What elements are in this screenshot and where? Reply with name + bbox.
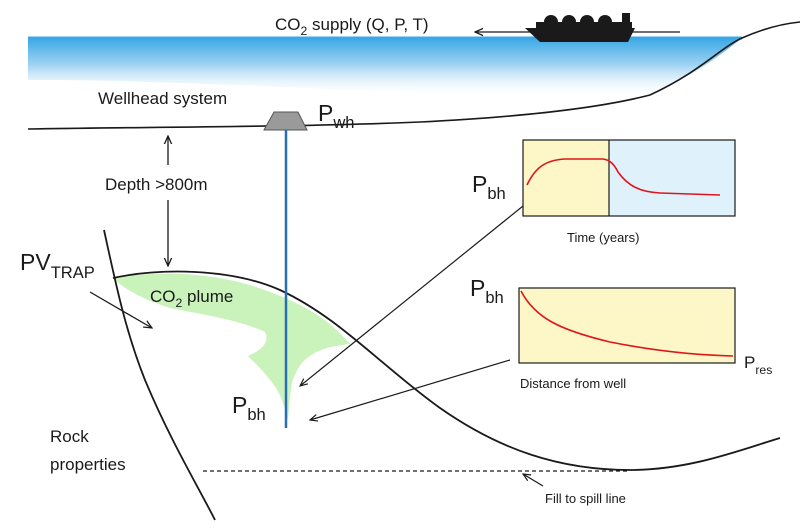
distance-chart: Pbh Distance from well Pres <box>470 275 772 391</box>
distance-chart-curve <box>520 290 734 357</box>
distance-chart-xlabel: Distance from well <box>520 376 626 391</box>
time-chart-xlabel: Time (years) <box>567 230 639 245</box>
ship-icon <box>525 13 635 42</box>
rock-properties-line2: properties <box>50 455 126 474</box>
pres-label: Pres <box>744 353 772 377</box>
pbh-label: Pbh <box>232 392 266 424</box>
time-chart-early-panel <box>523 140 609 216</box>
time-chart-leader <box>300 205 524 386</box>
spill-arrow <box>523 474 544 487</box>
time-chart-late-panel <box>609 140 735 216</box>
distance-chart-ylabel: Pbh <box>470 275 504 307</box>
distance-chart-panel <box>518 287 736 364</box>
rock-properties-line1: Rock <box>50 427 89 446</box>
sea-water <box>28 38 742 98</box>
fault-line <box>103 229 216 521</box>
co2-plume-label: CO2 plume <box>150 287 233 310</box>
co2-supply-label: CO2 supply (Q, P, T) <box>275 15 429 38</box>
time-chart-ylabel: Pbh <box>472 171 506 203</box>
pwh-label: Pwh <box>318 100 355 132</box>
time-chart-frame <box>522 139 736 217</box>
spill-label: Fill to spill line <box>545 491 626 506</box>
wellhead-system-label: Wellhead system <box>98 89 227 108</box>
depth-label: Depth >800m <box>105 175 208 194</box>
time-chart-curve <box>526 158 721 196</box>
pvtrap-arrow <box>89 291 152 328</box>
pvtrap-label: PVTRAP <box>20 249 95 282</box>
caprock-curve <box>112 270 781 471</box>
distance-chart-leader <box>310 359 511 420</box>
wellhead-icon <box>263 111 308 131</box>
seabed-line <box>27 94 651 130</box>
coast-outline <box>649 21 800 96</box>
co2-plume <box>113 273 350 420</box>
time-chart: Pbh Time (years) <box>472 139 736 245</box>
